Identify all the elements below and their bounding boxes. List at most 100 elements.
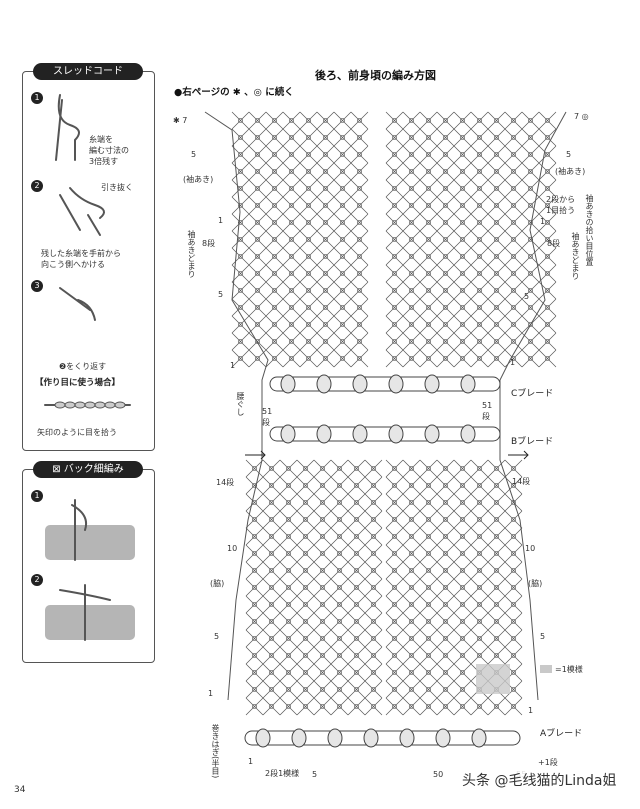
label-row5-low-left: 5	[214, 632, 220, 641]
label-row51-right: 51 段	[482, 401, 493, 421]
c-braid-band	[269, 376, 501, 392]
shaded-pattern-unit	[476, 664, 510, 694]
a-braid-loop	[363, 728, 379, 748]
foundation-chain	[74, 401, 86, 409]
c-braid-loop	[460, 374, 476, 394]
a-braid-loop	[255, 728, 271, 748]
b-braid-loop	[316, 424, 332, 444]
label-row10-left: 10	[227, 544, 238, 553]
back-sc-swatch-2	[45, 605, 135, 640]
label-pick-position: 袖あきの拾い目位置	[585, 194, 594, 266]
yarn-step1-tail	[55, 99, 63, 161]
label-row8-right: 8段	[547, 239, 561, 248]
label-row1-left-b: 1	[230, 361, 236, 370]
foundation-chain	[94, 401, 106, 409]
label-row8-left: 8段	[202, 239, 216, 248]
label-waist: 腰ぐし	[236, 392, 245, 416]
label-row14-left: 14段	[216, 478, 235, 487]
c-braid-loop	[280, 374, 296, 394]
mesh-upper-right	[385, 111, 557, 368]
c-braid-loop	[388, 374, 404, 394]
step-3-badge: 3	[31, 280, 43, 292]
b-braid-loop	[460, 424, 476, 444]
step-3-text: ❷をくり返す	[59, 362, 107, 371]
b-braid-loop	[424, 424, 440, 444]
mesh-upper-left	[231, 111, 369, 368]
b-braid-arrow-right	[508, 450, 529, 460]
diagram-title: 後ろ、前身頃の編み方図	[315, 69, 436, 82]
back-sc-hook-1	[71, 499, 88, 561]
label-sleeve-stop-left: 袖あきどまり	[187, 230, 196, 278]
label-row10-right: 10	[525, 544, 536, 553]
label-c-braid: Cブレード	[511, 389, 554, 399]
b-braid-loop	[388, 424, 404, 444]
label-b-braid: Bブレード	[511, 437, 554, 447]
foundation-chain	[54, 401, 66, 409]
label-a-braid: Aブレード	[540, 729, 583, 739]
outline-right	[499, 111, 567, 701]
back-step-2-badge: 2	[31, 574, 43, 586]
b-braid-arrow-left	[245, 450, 266, 460]
back-step-1-badge: 1	[31, 490, 43, 502]
label-row1-right-c: 1	[528, 706, 534, 715]
step-2-badge: 2	[31, 180, 43, 192]
b-braid-loop	[352, 424, 368, 444]
foundation-title: 【作り目に使う場合】	[35, 378, 121, 388]
foundation-chain	[114, 401, 126, 409]
step-2-text: 残した糸端を手前から 向こう側へかける	[41, 249, 121, 269]
label-row5-mid-right: 5	[524, 292, 530, 301]
yarn-step1	[57, 94, 80, 161]
label-row5-top-left: 5	[191, 150, 197, 159]
b-braid-band	[269, 426, 501, 442]
back-single-title: ⊠ バック細編み	[33, 461, 143, 478]
a-braid-loop	[291, 728, 307, 748]
label-row1-right-b: 1	[510, 358, 516, 367]
label-row1-left-a: 1	[218, 216, 224, 225]
label-row5-low-right: 5	[540, 632, 546, 641]
label-row1-left-c: 1	[208, 689, 214, 698]
step-2-pull-text: 引き抜く	[101, 183, 133, 192]
mesh-lower-right	[385, 459, 523, 716]
label-row5-mid-left: 5	[218, 290, 224, 299]
step-1-text: 糸端を 編む寸法の 3倍残す	[89, 135, 129, 166]
yarn-step2-hook	[59, 194, 101, 236]
label-row14-right: 14段	[512, 477, 531, 486]
step-1-badge: 1	[31, 92, 43, 104]
label-pick-2: 2段から 1目拾う	[546, 195, 576, 215]
a-braid-loop	[471, 728, 487, 748]
foundation-chain	[104, 401, 116, 409]
label-one-pattern: =1模様	[555, 665, 583, 674]
c-braid-loop	[352, 374, 368, 394]
continue-note: ●右ページの ✱ 、◎ に続く	[174, 87, 294, 98]
foundation-chain	[64, 401, 76, 409]
label-bottom-5: 5	[312, 770, 318, 779]
yarn-step2	[69, 187, 105, 219]
thread-cord-panel: スレッドコード 1 糸端を 編む寸法の 3倍残す 2 引き抜く 残した糸端を手前…	[22, 63, 155, 451]
back-sc-swatch-1	[45, 525, 135, 560]
reverse-stitch-icon: ⊠	[52, 464, 61, 475]
label-side-left: (脇)	[210, 579, 225, 588]
step-2-ref-icon: ❷	[59, 362, 67, 371]
label-row5-top-right: 5	[566, 150, 572, 159]
watermark: 头条 @毛线猫的Linda姐	[459, 770, 620, 790]
a-braid-band	[244, 730, 521, 746]
label-start-seam: 巻きはぎ(半目)	[211, 724, 220, 779]
label-sleeve-open-right: (袖あき)	[555, 167, 586, 176]
yarn-step3	[59, 287, 96, 321]
label-star7-right: 7 ◎	[574, 112, 589, 121]
outline-left	[204, 111, 269, 701]
c-braid-loop	[424, 374, 440, 394]
a-braid-loop	[435, 728, 451, 748]
back-sc-hook-2	[59, 584, 111, 641]
a-braid-loop	[327, 728, 343, 748]
foundation-chain	[84, 401, 96, 409]
pattern-legend-swatch	[540, 665, 552, 673]
b-braid-loop	[280, 424, 296, 444]
label-star7-left: ✱ 7	[173, 116, 188, 125]
label-bottom-2: 2段1模様	[265, 769, 300, 778]
page-number: 34	[14, 785, 26, 795]
mesh-lower-left	[245, 459, 383, 716]
label-side-right: (脇)	[528, 579, 543, 588]
